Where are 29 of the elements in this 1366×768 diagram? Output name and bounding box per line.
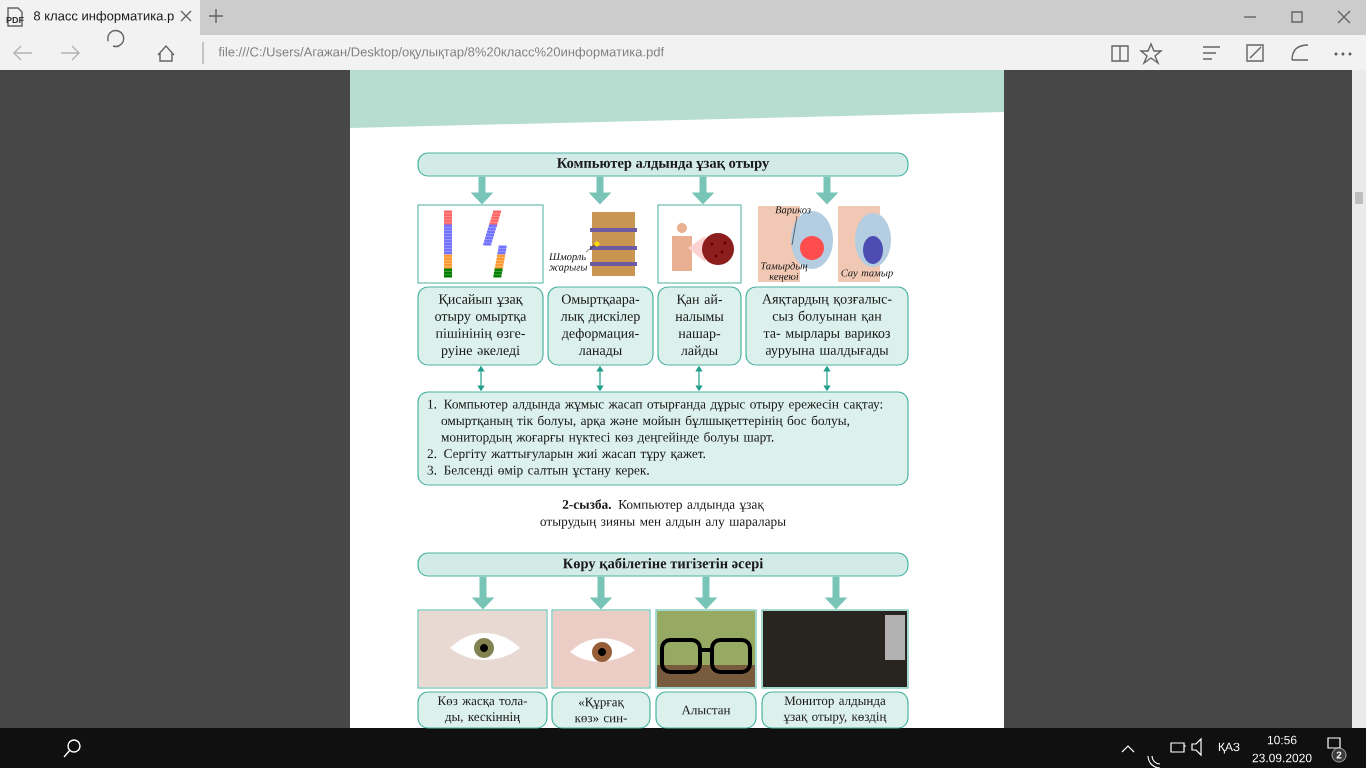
- tab-title: 8 класс информатика.p: [33, 10, 174, 24]
- text-box: Омыртқаара- лық дискілер деформация- ланады: [547, 286, 654, 366]
- blood-circulation-drawing: [657, 204, 742, 284]
- file-icon-text: PDF: [6, 16, 24, 24]
- photo-placeholder: [761, 609, 909, 689]
- spine-drawing: [417, 204, 544, 284]
- text-box: Қисайып ұзақ отыру омыртқа пішінінің өзге- руіне әкеледі: [417, 286, 544, 366]
- picture-label: Шморль жарығы: [548, 253, 588, 273]
- text-box: Аяқтардың қозғалыс- сыз болуынан қан та- мырлары варикоз ауруына шалдығады: [745, 286, 909, 366]
- text-box: Монитор алдында ұзақ отыру, көздің: [761, 691, 909, 729]
- notification-badge: 2: [1331, 747, 1347, 763]
- picture-label: Тамырдың кеңеюі: [761, 262, 808, 282]
- header-bar: Көру қабілетіне тигізетін әсері: [417, 552, 909, 577]
- text-box: «Құрғақ көз» син-: [551, 691, 651, 729]
- eye-drawing: [417, 609, 548, 689]
- text-box: Алыстан: [655, 691, 757, 729]
- glasses-drawing: [655, 609, 757, 689]
- caption: 2-сызба. Компьютер алдында ұзақ отырудың зияны мен алдын алу шаралары: [540, 499, 786, 529]
- language-indicator: ҚАЗ: [1218, 742, 1240, 754]
- text-box: Қан ай- налымы нашар- лайды: [657, 286, 742, 366]
- eye-drawing: [551, 609, 651, 689]
- clock-date: 23.09.2020: [1252, 753, 1312, 763]
- list-box: 1. Компьютер алдында жұмыс жасап отырғанда дұрыс отыру ережесін сақтау: омыртқаның тік болуы, арқа және мойын бұлшықеттерінің бос болуы, монитордың жоғарғы нүктесі көз деңгейінде болуы шарт. 2. Сергіту жаттығуларын жиі жасап тұру қажет. 3. Белсенді өмір салтын ұстану керек.: [417, 391, 909, 486]
- picture-label: Варикоз: [775, 206, 811, 216]
- address-text: file:///C:/Users/Агажан/Desktop/оқулықтар/8%20класс%20информатика.pdf: [218, 46, 665, 60]
- text-box: Көз жасқа тола- ды, кескіннің: [417, 691, 548, 729]
- header-bar: Компьютер алдында ұзақ отыру: [417, 152, 909, 177]
- clock-time: 10:56: [1267, 735, 1297, 745]
- picture-label: Сау тамыр: [841, 269, 893, 279]
